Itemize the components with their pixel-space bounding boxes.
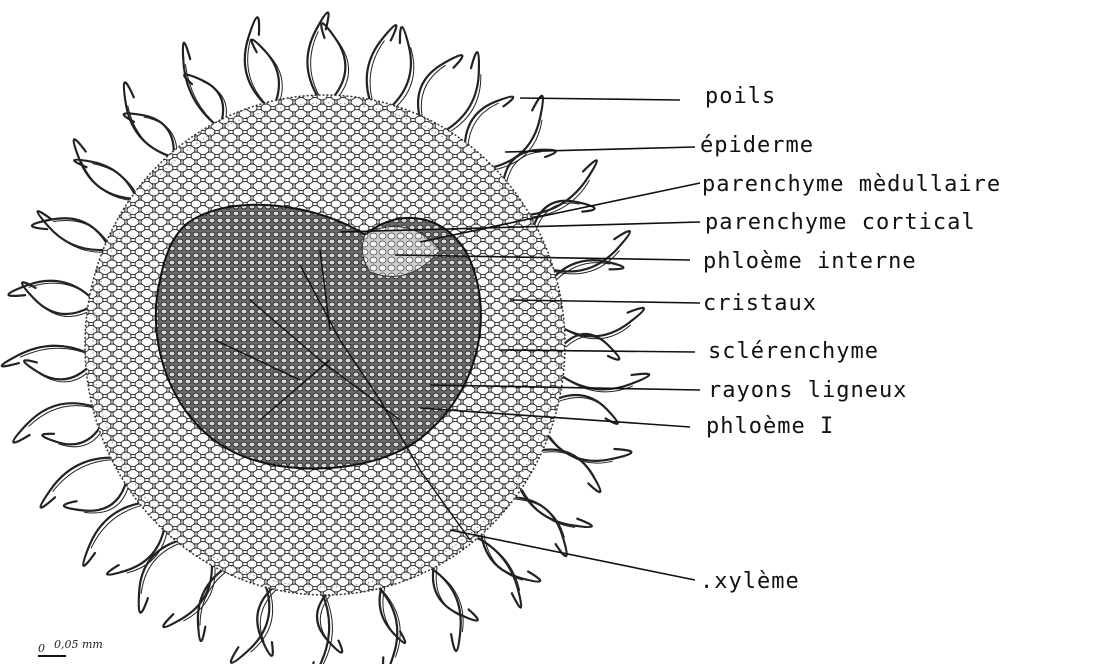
hair: [562, 308, 644, 336]
hair-edge: [523, 490, 575, 528]
hair: [163, 563, 212, 627]
hair-edge: [370, 41, 384, 104]
leader-poils: [520, 98, 680, 100]
label-sclerenchyme: sclérenchyme: [708, 339, 879, 364]
hair-edge: [184, 565, 215, 621]
hair: [107, 528, 164, 575]
label-phloeme-interne: phloème interne: [703, 249, 917, 274]
hair-edge: [93, 164, 139, 198]
hair-edge: [29, 406, 98, 427]
label-phloeme-1: phloème I: [706, 414, 834, 439]
hair: [481, 532, 540, 581]
hair: [367, 25, 397, 101]
hair: [513, 497, 567, 556]
hair: [13, 403, 94, 442]
hair: [64, 482, 126, 511]
hair-edge: [50, 228, 108, 252]
hair-edge: [54, 220, 111, 246]
hair: [391, 27, 411, 107]
hair: [22, 282, 90, 314]
hair: [476, 537, 522, 607]
label-parenchyme-medullaire: parenchyme mèdullaire: [702, 172, 1001, 197]
hair: [124, 113, 174, 153]
label-xyleme: .xylème: [700, 569, 800, 594]
hair-edge: [421, 65, 445, 119]
leader-xyleme: [450, 530, 695, 580]
label-cristaux: cristaux: [703, 291, 817, 316]
label-poils: poils: [705, 84, 776, 109]
hair-edge: [267, 53, 283, 105]
hair: [321, 23, 345, 97]
hair: [534, 201, 595, 226]
hair: [40, 458, 112, 508]
label-parenchyme-cortical: parenchyme cortical: [705, 210, 976, 235]
scale-bar-zero: 0: [38, 642, 45, 655]
hair-edge: [311, 32, 321, 99]
label-rayons-ligneux: rayons ligneux: [708, 378, 907, 403]
hair-edge: [186, 65, 219, 127]
hair-edge: [560, 397, 609, 412]
hair-edge: [507, 152, 541, 183]
scale-bar-value: 0,05 mm: [54, 638, 103, 651]
hair: [2, 346, 87, 367]
hair: [24, 360, 88, 379]
hair-edge: [433, 570, 463, 632]
hair: [32, 218, 107, 244]
hair: [418, 55, 462, 117]
hair: [563, 334, 619, 360]
scale-bar: 0 0,05 mm: [38, 638, 103, 656]
hair-edge: [494, 120, 542, 170]
label-epiderme: épiderme: [700, 133, 814, 158]
hair: [183, 43, 216, 125]
hair: [83, 503, 141, 566]
